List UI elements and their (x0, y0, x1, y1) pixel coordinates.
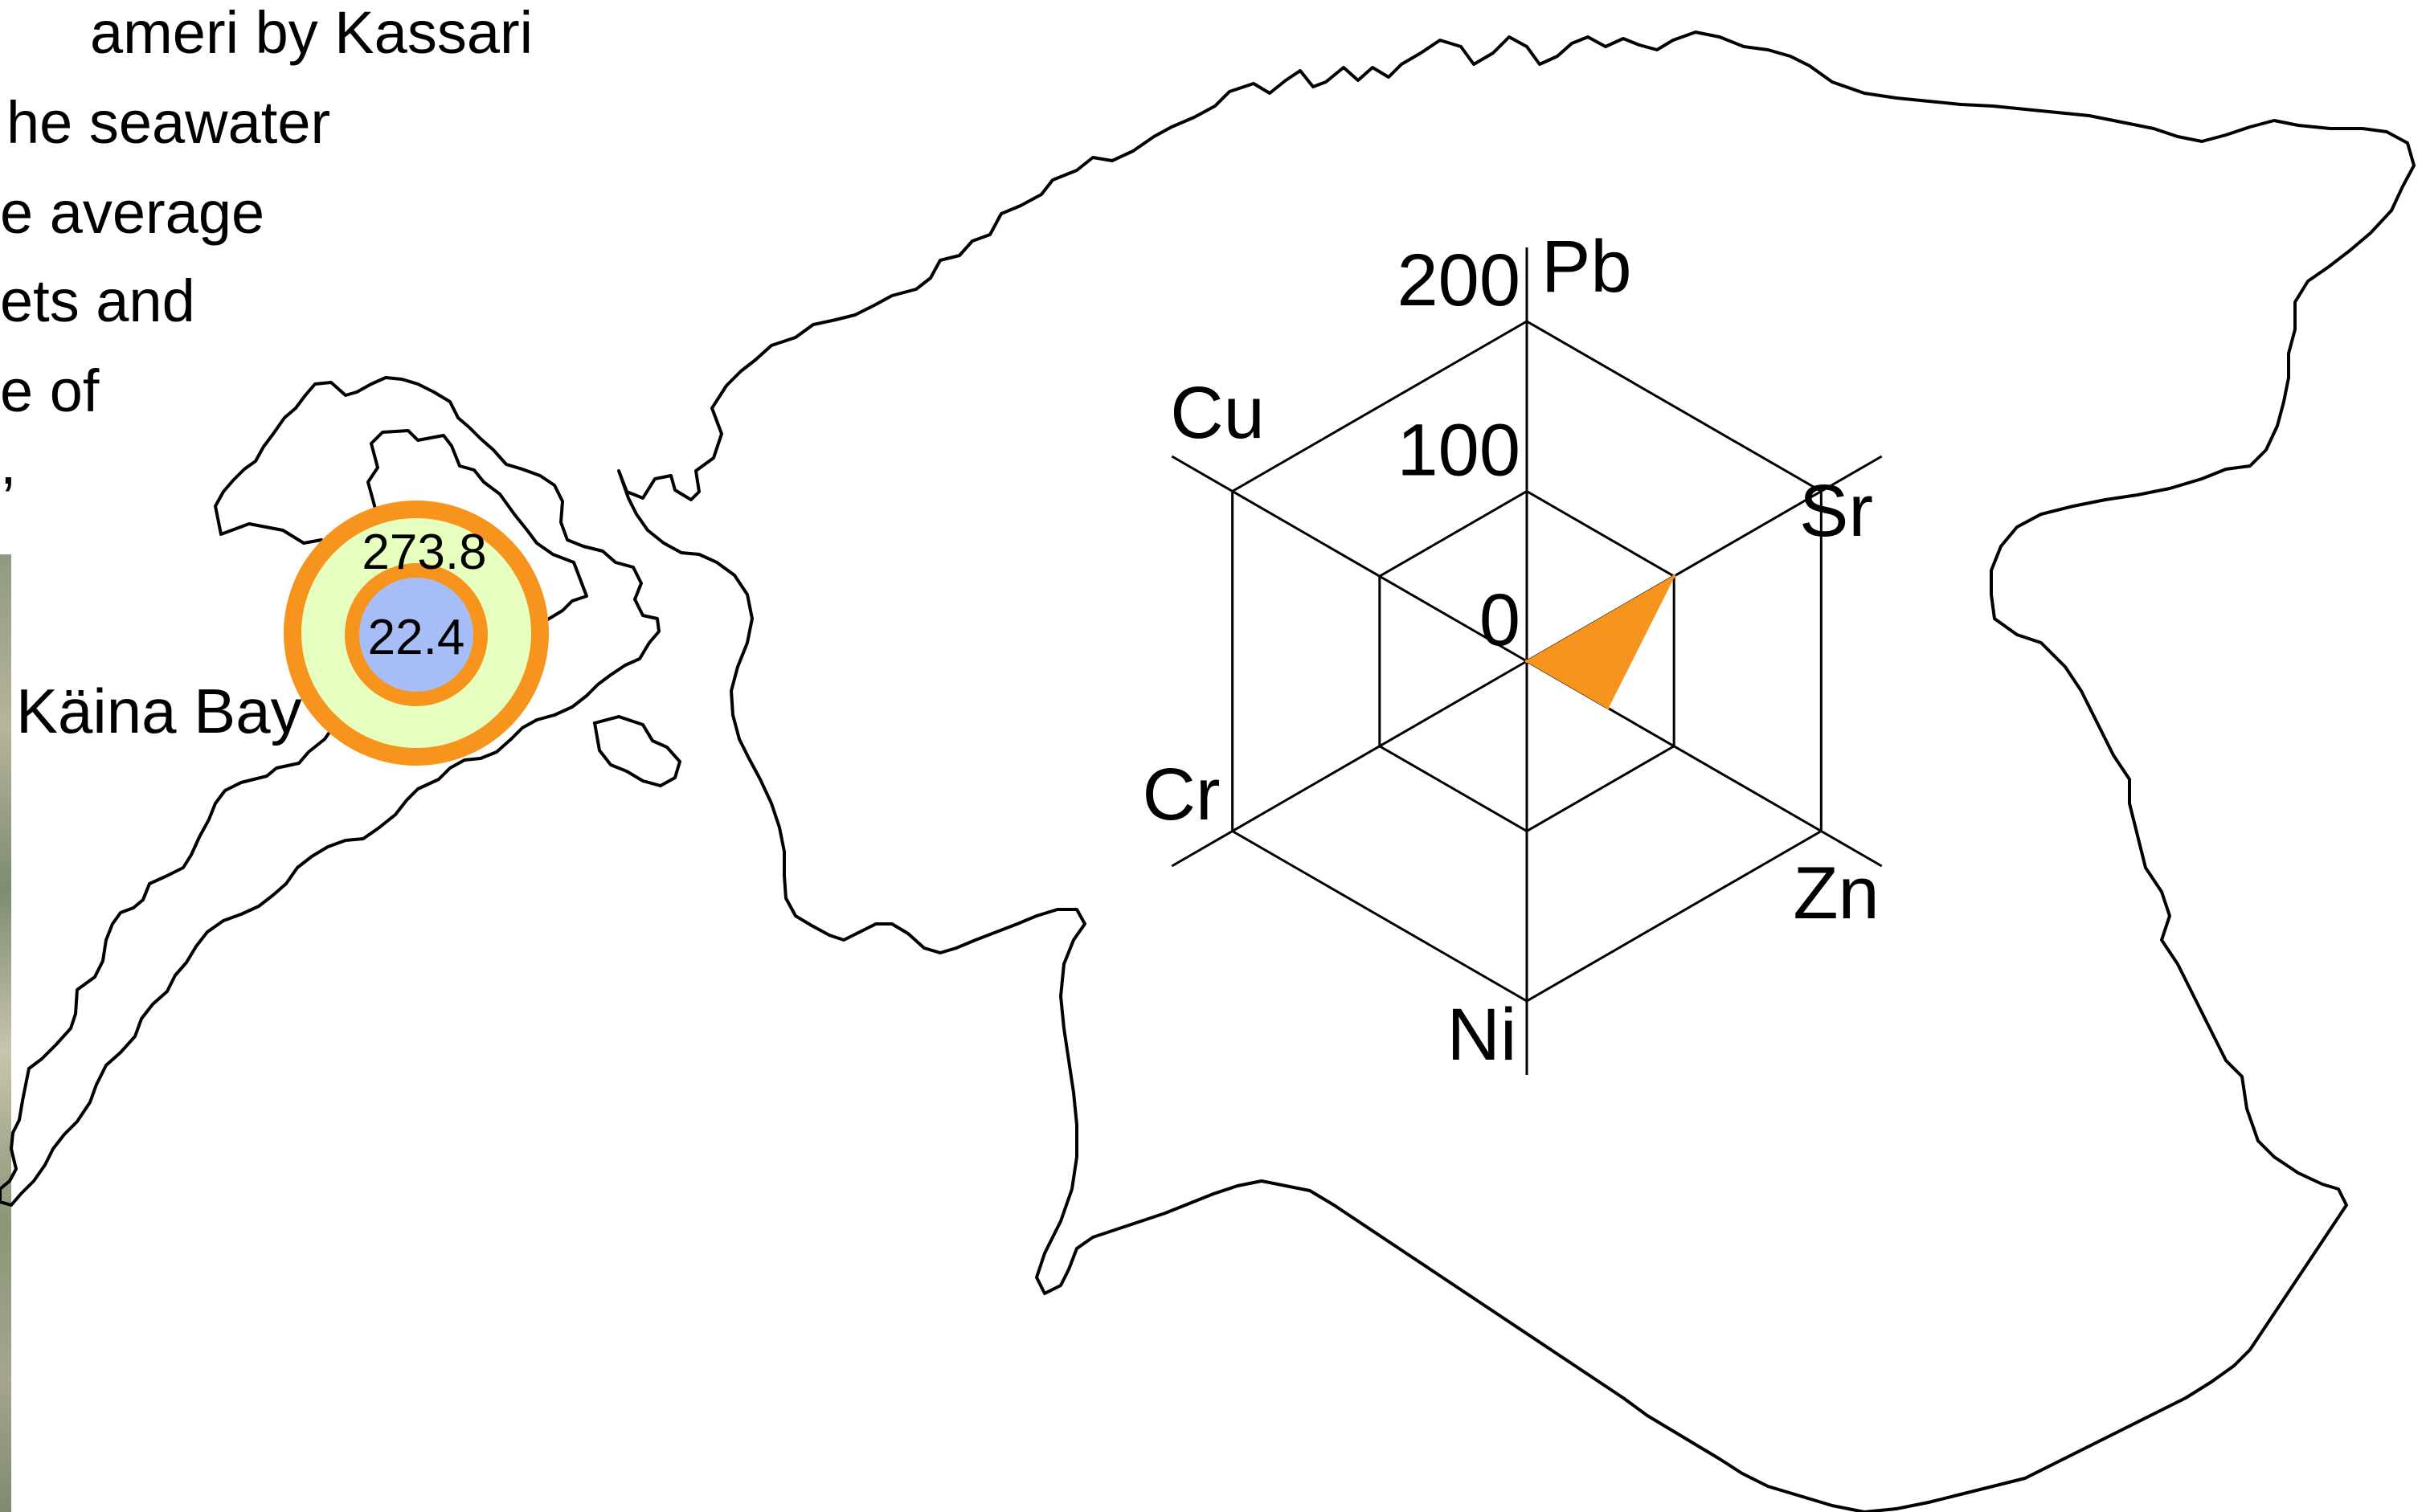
inner-value-label: 22.4 (368, 610, 465, 665)
inner-ring (345, 563, 488, 706)
radar-point-zn (1606, 706, 1610, 710)
radar-point-cu (1525, 660, 1528, 663)
radar-tick-0: 0 (1479, 579, 1520, 661)
caption-line-4: ets and (0, 268, 195, 334)
radar-tick-200: 200 (1397, 239, 1521, 321)
radar-axis-label-ni: Ni (1447, 994, 1517, 1076)
radar-axis-cr (1171, 660, 1528, 868)
radar-axes (1171, 247, 1883, 1075)
radar-tick-labels: 0 100 200 (1397, 239, 1521, 661)
caption-line-6: , (0, 430, 17, 497)
radar-tick-100: 100 (1397, 410, 1521, 492)
radar-axis-label-pb: Pb (1541, 226, 1632, 308)
site-name-label: Käina Bay (16, 676, 302, 746)
radar-series-area (1525, 574, 1676, 709)
radar-point-sr (1672, 574, 1676, 578)
radar-axis-label-sr: Sr (1799, 470, 1873, 552)
site-symbol: 273.8 22.4 Käina Bay (16, 501, 549, 766)
islet-outline (592, 714, 682, 788)
caption-line-5: e of (0, 358, 100, 424)
outer-value-label: 273.8 (362, 525, 486, 580)
radar-axis-label-zn: Zn (1793, 852, 1879, 934)
caption-fragment: ameri by Kassari he seawater e average e… (0, 0, 533, 498)
caption-line-3: e average (0, 179, 265, 246)
caption-line-1: ameri by Kassari (90, 0, 534, 66)
caption-line-2: he seawater (6, 89, 331, 156)
radar-axis-label-cr: Cr (1142, 754, 1220, 836)
radar-axis-label-cu: Cu (1170, 372, 1265, 454)
island-outline-west (0, 376, 661, 1207)
mainland-outline (617, 31, 2416, 1512)
radar-series (1525, 574, 1676, 710)
radar-axis-cu (1171, 455, 1528, 663)
photo-edge (0, 554, 11, 1512)
